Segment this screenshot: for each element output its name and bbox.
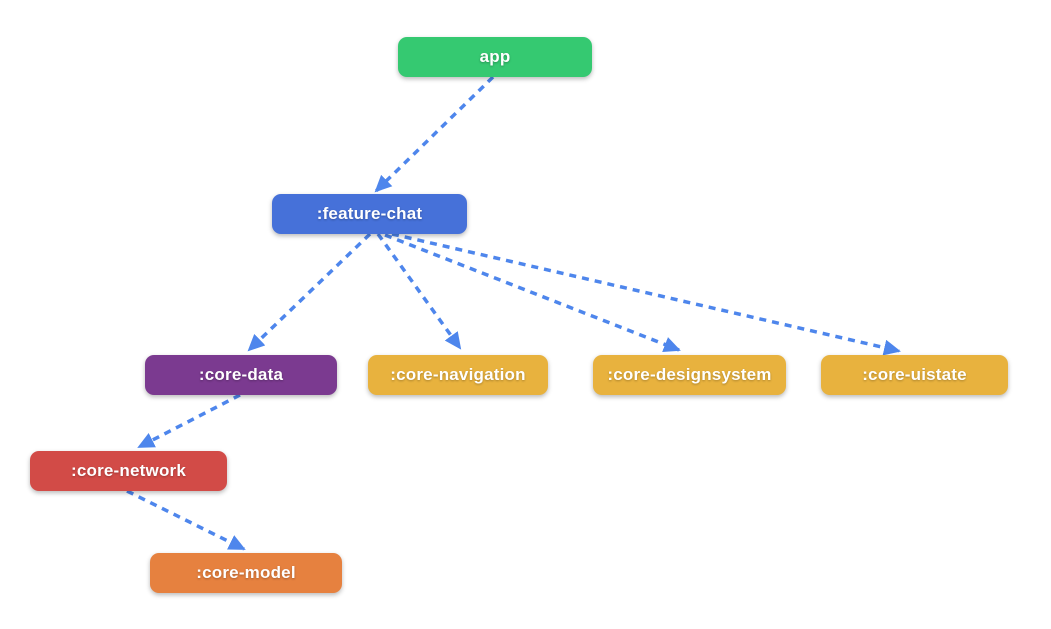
node-core-designsystem: :core-designsystem [593, 355, 786, 395]
edge-app-to-feature-chat [374, 75, 495, 193]
edge-core-network-to-core-model [126, 489, 246, 551]
node-core-network: :core-network [30, 451, 227, 491]
node-core-navigation: :core-navigation [368, 355, 548, 395]
node-core-model: :core-model [150, 553, 342, 593]
edge-feature-chat-to-core-navigation [376, 232, 462, 350]
edge-core-data-to-core-network [137, 393, 241, 449]
node-feature-chat: :feature-chat [272, 194, 467, 234]
edge-feature-chat-to-core-data [247, 232, 372, 352]
edges-group [126, 75, 901, 551]
node-app: app [398, 37, 592, 77]
node-core-data: :core-data [145, 355, 337, 395]
edge-feature-chat-to-core-designsystem [384, 233, 681, 352]
edge-feature-chat-to-core-uistate [391, 232, 901, 356]
node-core-uistate: :core-uistate [821, 355, 1008, 395]
